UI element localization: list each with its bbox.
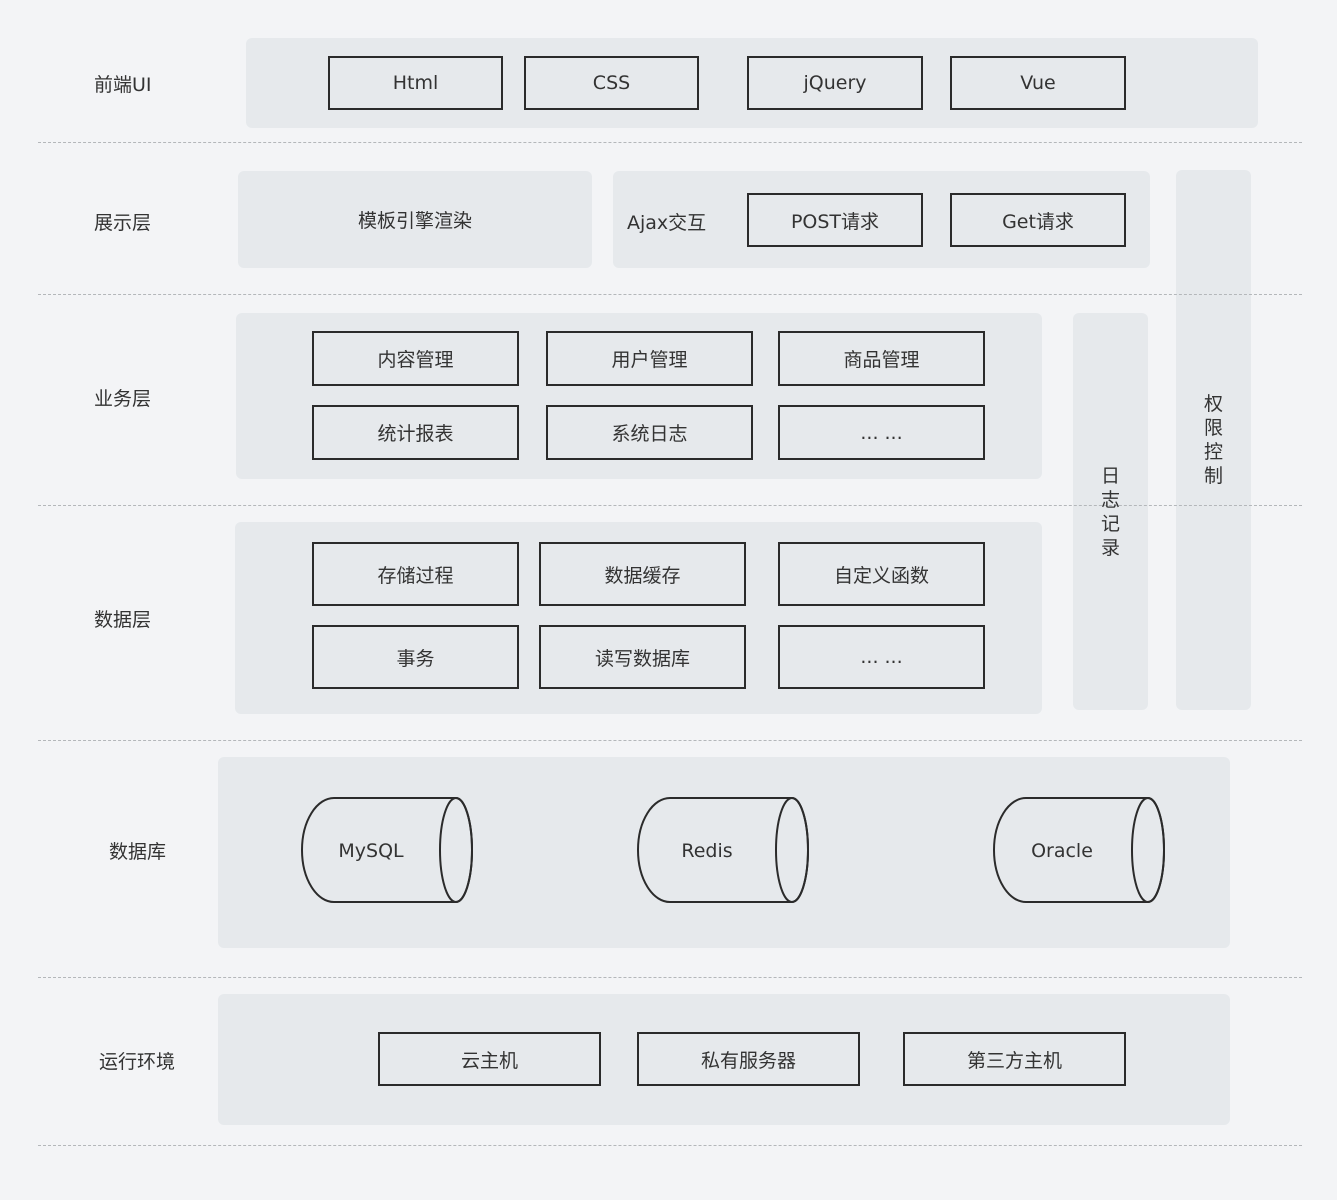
separator-5	[38, 977, 1302, 978]
ajax-label: Ajax交互	[627, 211, 707, 234]
cylinder-redis: Redis	[637, 797, 809, 903]
frontend-jquery-box: jQuery	[747, 56, 923, 110]
separator-4	[38, 740, 1302, 741]
post-request-box: POST请求	[747, 193, 923, 247]
database-panel	[218, 757, 1230, 948]
data-item-more: ... ...	[778, 625, 985, 689]
data-item-function: 自定义函数	[778, 542, 985, 606]
data-item-cache: 数据缓存	[539, 542, 746, 606]
template-engine-text: 模板引擎渲染	[357, 210, 472, 232]
separator-2	[38, 294, 1302, 295]
cylinder-mysql: MySQL	[301, 797, 473, 903]
runtime-third-party-host: 第三方主机	[903, 1032, 1126, 1086]
layer-label-runtime: 运行环境	[99, 1050, 176, 1073]
log-panel	[1073, 313, 1148, 710]
permission-char-4: 制	[1203, 465, 1223, 487]
business-item-user: 用户管理	[546, 331, 753, 386]
runtime-panel	[218, 994, 1230, 1125]
frontend-panel	[246, 38, 1258, 128]
data-panel	[235, 522, 1042, 714]
frontend-css-box: CSS	[524, 56, 699, 110]
separator-3	[38, 505, 1302, 506]
layer-label-presentation: 展示层	[94, 211, 152, 234]
cylinder-mysql-label: MySQL	[338, 840, 404, 862]
permission-char-1: 权	[1203, 393, 1223, 415]
log-char-3: 记	[1100, 512, 1120, 535]
layer-label-database: 数据库	[109, 840, 167, 863]
layer-label-data: 数据层	[94, 608, 152, 631]
log-char-1: 日	[1100, 464, 1120, 487]
business-item-product: 商品管理	[778, 331, 985, 386]
permission-char-2: 限	[1203, 417, 1223, 439]
log-record-text: 日 志 记 录	[1073, 313, 1148, 710]
data-item-readwrite: 读写数据库	[539, 625, 746, 689]
permission-control-text: 权 限 控 制	[1176, 300, 1251, 580]
business-item-content: 内容管理	[312, 331, 519, 386]
business-item-syslog: 系统日志	[546, 405, 753, 460]
get-request-box: Get请求	[950, 193, 1126, 247]
cylinder-oracle-label: Oracle	[1031, 840, 1093, 862]
business-item-more: ... ...	[778, 405, 985, 460]
permission-char-3: 控	[1203, 441, 1223, 463]
business-panel	[236, 313, 1042, 479]
data-item-procedure: 存储过程	[312, 542, 519, 606]
template-panel	[238, 171, 592, 268]
frontend-html-box: Html	[328, 56, 503, 110]
permission-panel	[1176, 170, 1251, 710]
data-item-transaction: 事务	[312, 625, 519, 689]
log-char-2: 志	[1100, 488, 1120, 511]
runtime-cloud-host: 云主机	[378, 1032, 601, 1086]
layer-label-frontend: 前端UI	[94, 73, 152, 96]
frontend-vue-box: Vue	[950, 56, 1126, 110]
cylinder-redis-label: Redis	[681, 840, 732, 862]
runtime-private-server: 私有服务器	[637, 1032, 860, 1086]
layer-label-business: 业务层	[94, 387, 152, 410]
ajax-panel	[613, 171, 1150, 268]
log-char-4: 录	[1100, 536, 1120, 559]
business-item-report: 统计报表	[312, 405, 519, 460]
cylinder-oracle: Oracle	[993, 797, 1165, 903]
separator-1	[38, 142, 1302, 143]
separator-6	[38, 1145, 1302, 1146]
